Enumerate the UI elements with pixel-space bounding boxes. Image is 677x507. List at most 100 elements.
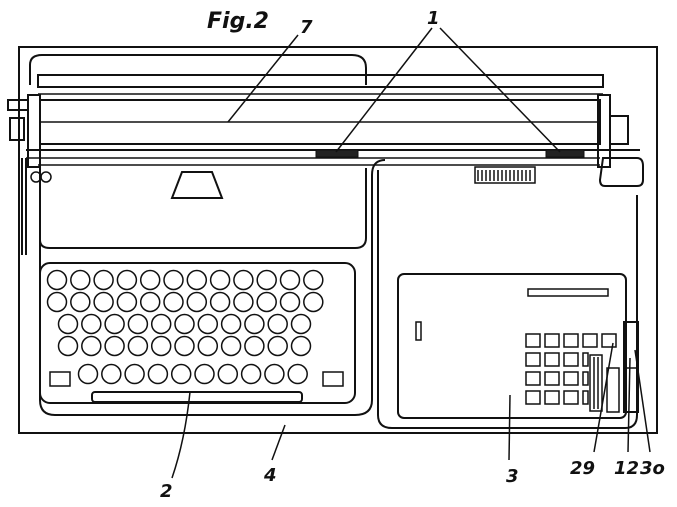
label-3: 3: [506, 466, 519, 487]
typewriter-key: [256, 269, 277, 291]
typewriter-key: [139, 291, 161, 313]
space-bar: [91, 391, 303, 403]
calculator-key: [525, 390, 541, 405]
calculator-key: [582, 333, 598, 348]
calculator-key: [601, 333, 617, 348]
typewriter-key: [303, 269, 324, 291]
calculator-key: [544, 333, 560, 348]
typewriter-key: [150, 335, 172, 357]
typewriter-key: [57, 335, 79, 357]
adapter-clamp-right: [545, 149, 585, 158]
typewriter-key: [46, 269, 68, 291]
calculator-key: [563, 371, 579, 386]
calculator-key: [544, 390, 560, 405]
shift-key-right: [322, 371, 344, 387]
typewriter-key: [197, 313, 219, 335]
typewriter-key: [57, 313, 79, 335]
typewriter-key: [217, 363, 239, 385]
calculator-unit: [397, 273, 627, 419]
typewriter-key: [139, 269, 161, 291]
calculator-key: [544, 352, 560, 367]
typewriter-key: [170, 363, 192, 385]
calculator-slot: [415, 321, 422, 341]
typewriter-key: [104, 335, 125, 357]
typewriter-key: [267, 313, 288, 335]
type-guide: [170, 171, 224, 199]
typewriter-key: [116, 269, 138, 291]
typewriter-key: [174, 313, 195, 335]
typewriter-keys: [46, 269, 324, 385]
left-platen-knob: [7, 94, 41, 168]
figure-title: Fig.2: [207, 9, 269, 34]
typewriter-key: [81, 335, 102, 357]
calculator-key: [582, 352, 589, 367]
typewriter-key: [197, 335, 219, 357]
label-12: 12: [614, 458, 639, 479]
calculator-key: [525, 352, 541, 367]
typewriter-key: [233, 291, 254, 313]
typewriter-key: [186, 269, 208, 291]
typewriter-key: [240, 363, 262, 385]
label-7: 7: [300, 17, 313, 38]
typewriter-key: [174, 335, 195, 357]
typewriter-key: [127, 313, 149, 335]
label-4: 4: [263, 465, 277, 486]
typewriter-key: [244, 313, 265, 335]
typewriter-key: [93, 291, 114, 313]
typewriter-key: [127, 335, 149, 357]
typewriter-key: [104, 313, 125, 335]
typewriter-key: [150, 313, 172, 335]
typewriter-key: [163, 269, 184, 291]
typewriter-key: [147, 363, 169, 385]
typewriter-key: [101, 363, 122, 385]
calculator-key: [525, 371, 541, 386]
typewriter-key: [303, 291, 324, 313]
calculator-display: [527, 288, 609, 297]
typewriter-key: [279, 269, 301, 291]
typewriter-key: [93, 269, 114, 291]
base-plate: [18, 46, 658, 434]
label-30: 3o: [640, 458, 665, 479]
key-12: [606, 367, 620, 413]
typewriter-key: [70, 269, 91, 291]
typewriter-key: [287, 363, 308, 385]
typewriter-key: [116, 291, 138, 313]
calculator-key: [525, 333, 541, 348]
typewriter-key: [46, 291, 68, 313]
typewriter-key: [290, 335, 312, 357]
tall-key: [589, 354, 603, 412]
label-1: 1: [427, 8, 440, 29]
typewriter-key: [77, 363, 99, 385]
typewriter-key: [163, 291, 184, 313]
carriage-return-lever: [21, 158, 52, 255]
typewriter-key: [220, 335, 242, 357]
typewriter-key: [233, 269, 254, 291]
typewriter-key: [186, 291, 208, 313]
typewriter-key: [209, 291, 231, 313]
typewriter-key: [81, 313, 102, 335]
typewriter-key: [290, 313, 312, 335]
typewriter-key: [194, 363, 215, 385]
right-platen-knob: [597, 94, 629, 168]
typewriter-key: [264, 363, 285, 385]
calculator-key: [582, 371, 589, 386]
rear-cover: [29, 54, 367, 85]
typewriter-key: [244, 335, 265, 357]
calculator-housing: [377, 170, 638, 429]
calculator-key: [544, 371, 560, 386]
shift-key-left: [49, 371, 71, 387]
leader-lines: [171, 27, 651, 479]
calculator-key: [563, 390, 579, 405]
typewriter-key: [256, 291, 277, 313]
calculator-key: [582, 390, 589, 405]
typewriter-key: [220, 313, 242, 335]
typewriter-key: [279, 291, 301, 313]
calculator-keypad: [525, 333, 617, 405]
typewriter-key: [267, 335, 288, 357]
typewriter-key: [70, 291, 91, 313]
label-2: 2: [160, 481, 173, 502]
calculator-key: [563, 352, 579, 367]
carriage-rack: [474, 166, 536, 184]
paper-rest: [39, 168, 367, 249]
